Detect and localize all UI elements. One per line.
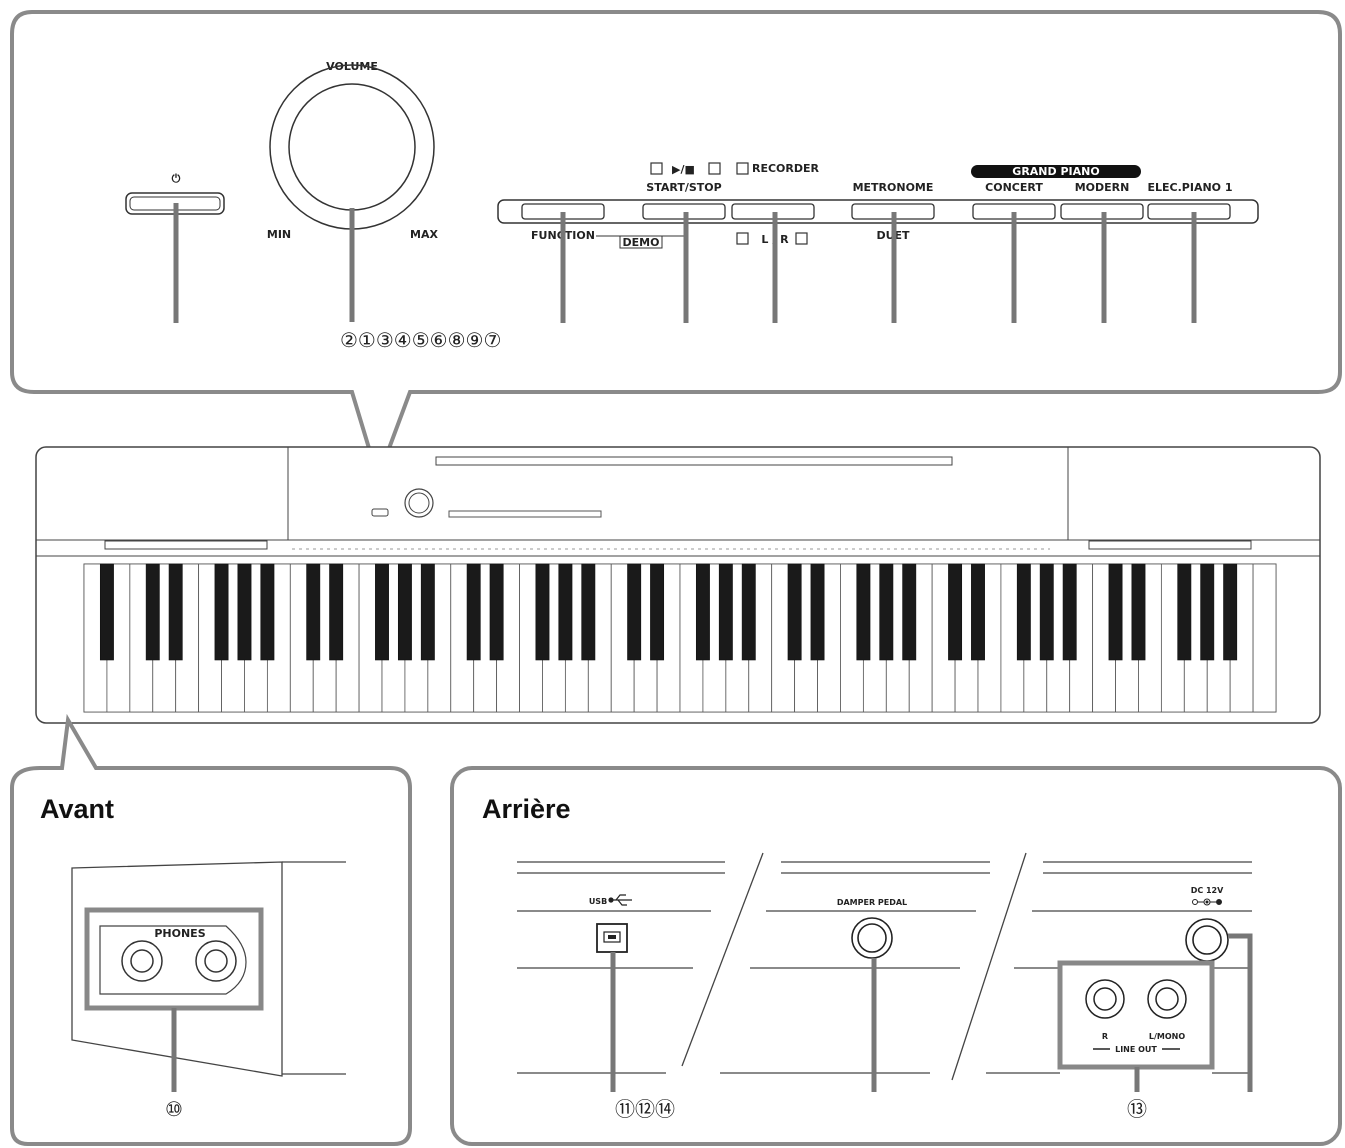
volume-min-label: MIN: [267, 228, 291, 241]
lamp-left: [650, 162, 663, 175]
black-key: [1039, 563, 1054, 661]
black-key: [260, 563, 275, 661]
start-stop-label: START/STOP: [646, 181, 721, 194]
line-out-lmono-label: L/MONO: [1149, 1032, 1185, 1041]
black-key: [466, 563, 481, 661]
top-callout-frame: [10, 10, 1342, 485]
lamp-right: [708, 162, 721, 175]
play-stop-icon: ▶/■: [672, 163, 695, 176]
black-key: [718, 563, 733, 661]
black-key: [856, 563, 871, 661]
l-lamp: [736, 232, 749, 245]
modern-label: MODERN: [1075, 181, 1130, 194]
black-key: [787, 563, 802, 661]
dc-polarity-icon: [1192, 898, 1222, 906]
line-out-r-label: R: [1102, 1032, 1108, 1041]
phones-jack-2[interactable]: [195, 940, 237, 982]
black-key: [1131, 563, 1146, 661]
usb-icon: [608, 894, 632, 906]
black-key: [948, 563, 963, 661]
front-heading: Avant: [40, 794, 114, 824]
black-key: [1016, 563, 1031, 661]
metronome-label: METRONOME: [853, 181, 934, 194]
dc-label: DC 12V: [1191, 886, 1224, 895]
damper-pedal-jack[interactable]: [851, 917, 893, 959]
black-key: [375, 563, 389, 661]
black-key: [695, 563, 710, 661]
black-key: [879, 563, 894, 661]
black-key: [1177, 563, 1192, 661]
grand-piano-label: GRAND PIANO: [1012, 165, 1099, 178]
usb-port[interactable]: [596, 923, 628, 953]
phones-label: PHONES: [154, 927, 205, 940]
white-key: [1252, 563, 1277, 713]
line-out-r-jack[interactable]: [1085, 979, 1125, 1019]
rear-heading: Arrière: [482, 794, 571, 824]
phones-jack-1[interactable]: [121, 940, 163, 982]
grand-piano-badge: [971, 165, 1141, 178]
line-out-label: LINE OUT: [1115, 1045, 1157, 1054]
black-key: [902, 563, 917, 661]
black-key: [535, 563, 550, 661]
black-key: [650, 563, 665, 661]
recorder-label: RECORDER: [752, 162, 820, 175]
rear-body-lines: [517, 852, 1252, 1081]
r-lamp: [795, 232, 808, 245]
black-key: [1108, 563, 1123, 661]
black-key: [397, 563, 412, 661]
volume-label: VOLUME: [326, 60, 378, 73]
callout-line-out: ⑬: [1127, 1097, 1147, 1121]
concert-label: CONCERT: [985, 181, 1043, 194]
black-key: [810, 563, 825, 661]
black-key: [1062, 563, 1077, 661]
black-key: [420, 563, 435, 661]
demo-label: DEMO: [623, 236, 660, 249]
black-key: [329, 563, 344, 661]
callout-usb: ⑪⑫⑭: [615, 1097, 675, 1121]
black-key: [741, 563, 756, 661]
black-key: [237, 563, 252, 661]
black-key: [145, 563, 160, 661]
volume-knob[interactable]: [288, 83, 416, 211]
keyboard: [83, 563, 1277, 713]
dc-jack[interactable]: [1185, 918, 1229, 962]
damper-label: DAMPER PEDAL: [837, 898, 907, 907]
black-key: [971, 563, 985, 661]
black-key: [306, 563, 321, 661]
power-icon: ⏻: [172, 172, 181, 185]
callout-group-1: ②①③④⑤⑥⑧⑨⑦: [340, 328, 501, 352]
black-key: [489, 563, 504, 661]
demo-badge: [619, 235, 663, 249]
black-key: [627, 563, 642, 661]
dc-leader: [1228, 933, 1253, 1092]
line-out-lmono-jack[interactable]: [1147, 979, 1187, 1019]
black-key: [1223, 563, 1238, 661]
black-key: [214, 563, 229, 661]
black-key: [1200, 563, 1215, 661]
black-key: [168, 563, 183, 661]
callout-phones: ⑩: [165, 1097, 183, 1121]
recorder-lamp: [736, 162, 749, 175]
black-key: [581, 563, 596, 661]
black-key: [558, 563, 573, 661]
volume-max-label: MAX: [410, 228, 438, 241]
usb-label: USB: [589, 897, 607, 906]
black-key: [99, 563, 114, 661]
elec-piano-button[interactable]: [1147, 203, 1231, 220]
elec-piano-label: ELEC.PIANO 1: [1148, 181, 1233, 194]
